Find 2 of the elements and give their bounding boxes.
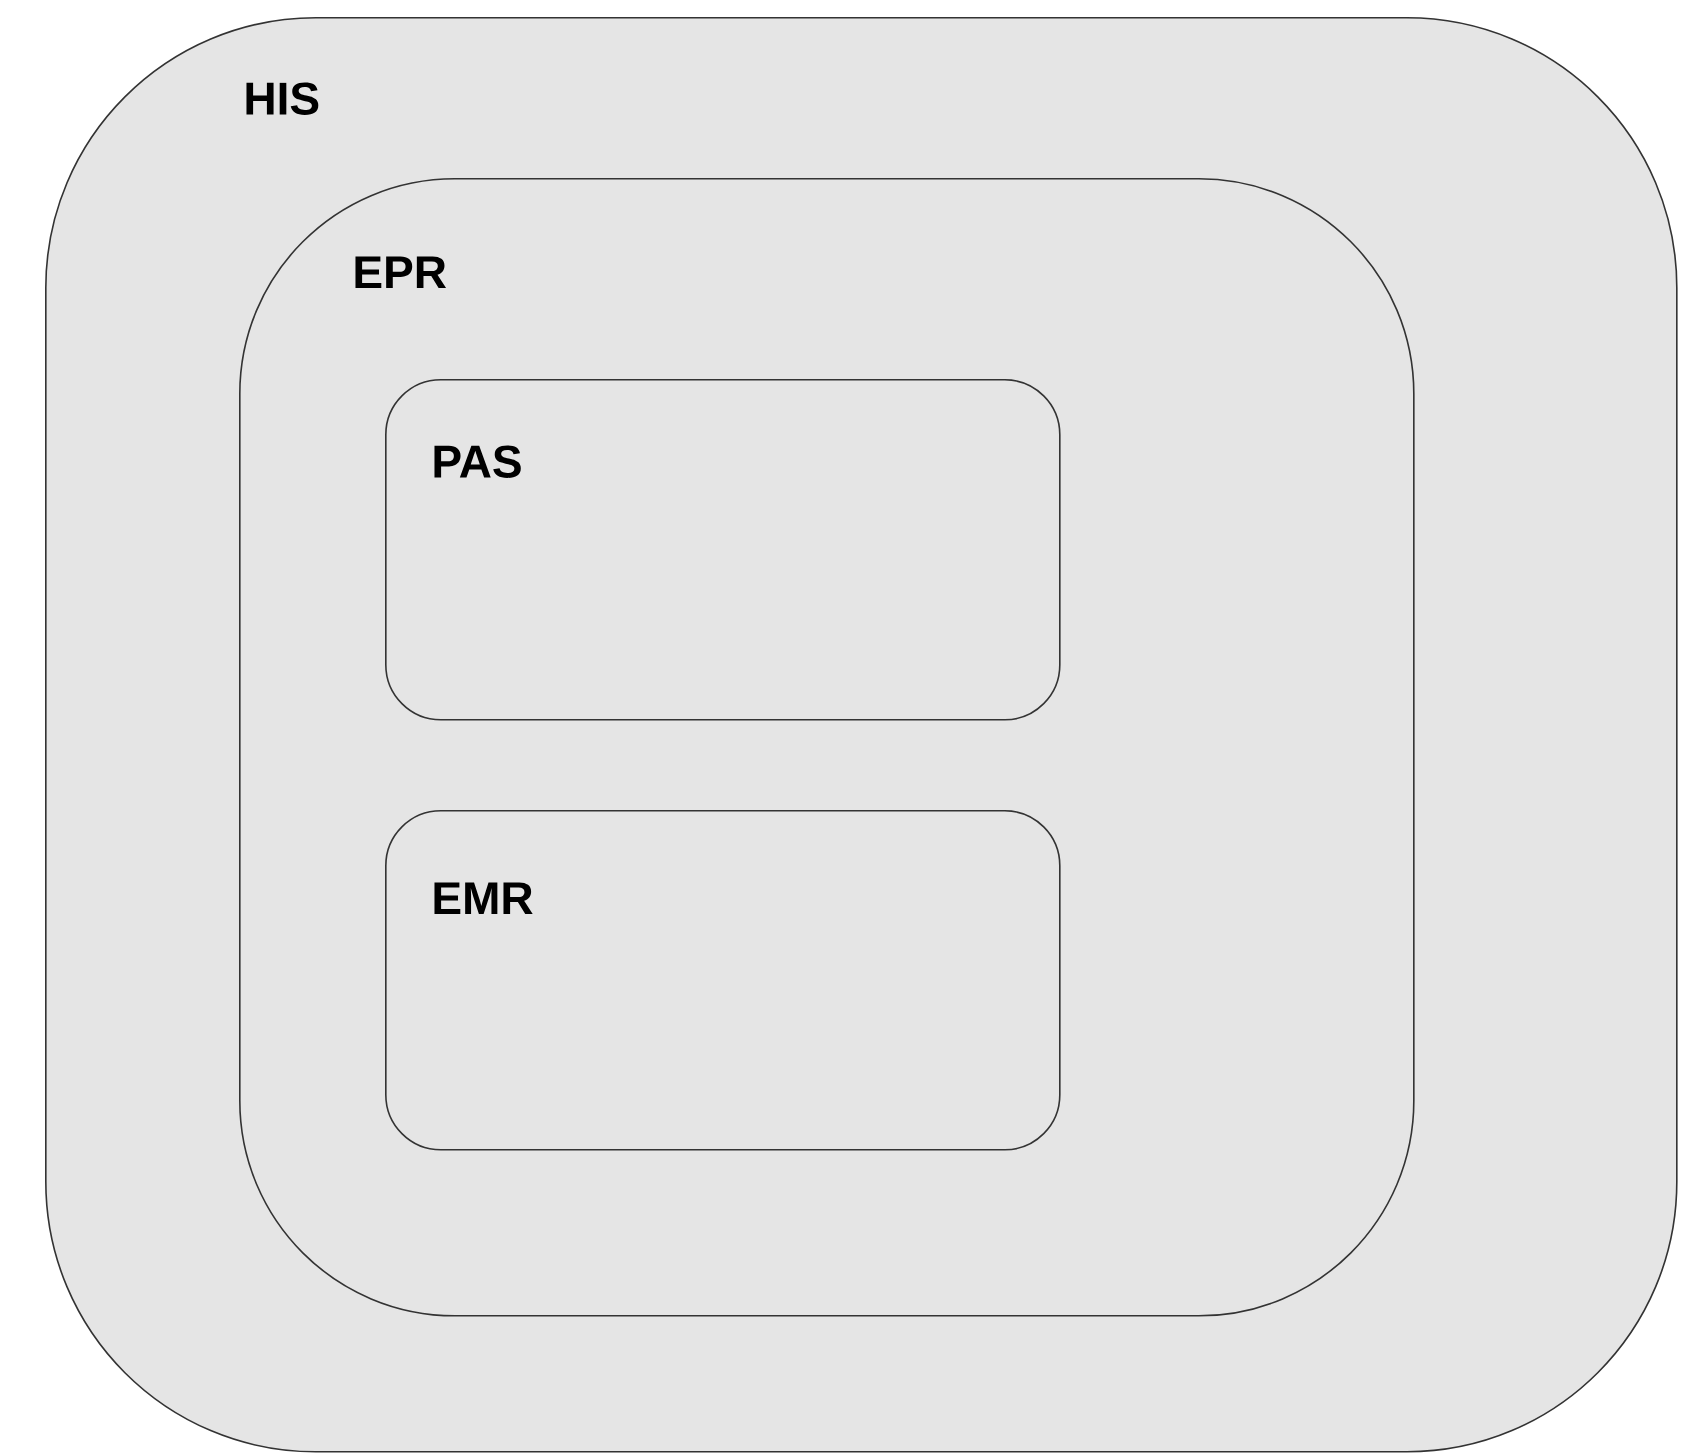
container-box: EMR xyxy=(385,810,1061,1151)
container-box: PAS xyxy=(385,379,1061,721)
